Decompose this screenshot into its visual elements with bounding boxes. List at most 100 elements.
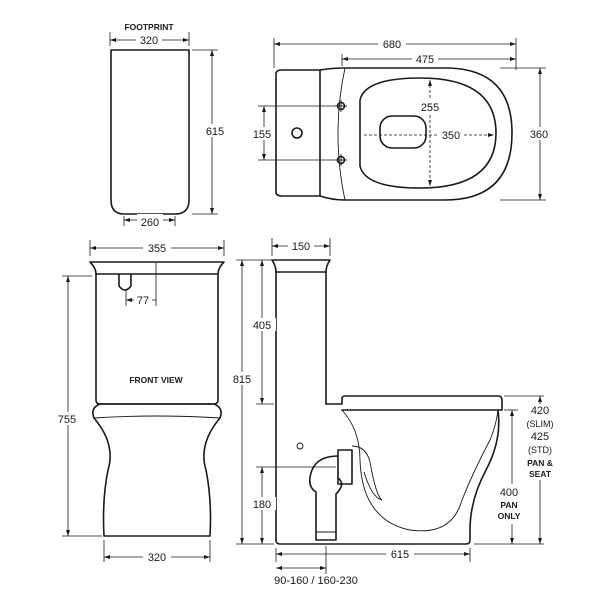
dim-arrow [240, 538, 244, 544]
dim-arrow [262, 106, 266, 112]
dim-arrow [104, 555, 110, 559]
button-offset-label: 77 [137, 295, 149, 307]
front-height-label: 755 [58, 414, 76, 426]
fixing-top [335, 100, 347, 112]
footprint-view: FOOTPRINT 320 615 260 [109, 22, 227, 229]
dim-arrow [183, 38, 189, 42]
cistern-width-label: 355 [148, 243, 166, 255]
label-bg [248, 318, 276, 331]
side-trap [351, 445, 383, 501]
side-fixing-hole [296, 442, 304, 450]
dim-arrow [240, 260, 244, 266]
bowl-opening [379, 115, 427, 149]
label-bg [137, 214, 163, 227]
label-bg [143, 550, 171, 563]
label-bg [525, 127, 553, 140]
front-flush-button [118, 273, 132, 291]
dim-arrow [66, 530, 70, 536]
side-cistern-lid [271, 259, 331, 273]
dim-arrow [510, 538, 514, 544]
dim-arrow [428, 180, 432, 186]
dim-arrow [538, 68, 542, 74]
dim-arrow [276, 552, 282, 556]
side-pan-profile [275, 409, 500, 545]
setout-label: 90-160 / 160-230 [274, 575, 358, 587]
side-view: 150 405 815 [228, 238, 564, 587]
label-bg [288, 239, 314, 252]
dim-arrow [276, 566, 282, 570]
seat-height-slim-label: (SLIM) [527, 419, 554, 429]
footprint-height-label: 615 [206, 126, 224, 138]
label-bg [136, 33, 162, 45]
dim-arrow [488, 133, 494, 137]
pan-only-label-2: ONLY [498, 511, 521, 521]
dim-arrow [262, 154, 266, 160]
footprint-title: FOOTPRINT [124, 22, 174, 32]
dim-arrow [260, 398, 264, 404]
overall-length-label: 680 [383, 39, 401, 51]
label-bg [412, 52, 438, 65]
label-bg [250, 127, 274, 140]
fixing-bottom [335, 154, 347, 166]
footprint-shape [110, 49, 190, 215]
front-pan-body [92, 403, 222, 537]
pan-length-label: 475 [416, 54, 434, 66]
bowl-width-label: 350 [442, 130, 460, 142]
dim-arrow [260, 538, 264, 544]
dim-arrow [272, 244, 278, 248]
fixing-spacing-label: 155 [253, 129, 271, 141]
dim-arrow [218, 246, 224, 250]
dim-arrow [538, 396, 542, 402]
dim-arrow [66, 276, 70, 282]
top-view: 680 475 155 [250, 37, 553, 201]
dim-arrow [210, 208, 214, 214]
dim-arrow [204, 555, 210, 559]
pan-seat-label-2: SEAT [529, 469, 552, 479]
dim-arrow [510, 410, 514, 416]
outlet-height-label: 180 [253, 499, 271, 511]
label-bg [438, 128, 464, 141]
label-bg [378, 37, 406, 50]
bowl-length-label: 255 [421, 102, 439, 114]
seat-height-std-label: (STD) [528, 445, 552, 455]
pan-seat-label-1: PAN & [527, 458, 553, 468]
dim-arrow [90, 246, 96, 250]
depth-label: 360 [530, 129, 548, 141]
front-view: 355 77 FRONT VIEW 755 320 [54, 240, 225, 564]
side-seat [325, 395, 503, 411]
dim-arrow [342, 57, 348, 61]
seat-outline [359, 77, 497, 189]
cistern-outline [275, 69, 321, 197]
front-base-label: 320 [148, 552, 166, 564]
dim-arrow [538, 194, 542, 200]
label-bg [386, 547, 414, 560]
dim-arrow [210, 50, 214, 56]
side-base-label: 615 [391, 549, 409, 561]
outlet-flange [337, 449, 353, 485]
side-height-label: 815 [233, 374, 251, 386]
label-bg [143, 241, 171, 254]
dim-arrow [510, 42, 516, 46]
label-bg [203, 124, 227, 137]
dim-arrow [110, 38, 116, 42]
pan-height-value: 400 [500, 487, 518, 499]
seat-height-slim: 420 [531, 405, 549, 417]
side-bowl-inner [341, 409, 499, 532]
cistern-lid [89, 261, 225, 275]
side-cistern-body [275, 271, 327, 541]
pan-only-label-1: PAN [500, 500, 517, 510]
dim-arrow [169, 218, 175, 222]
footprint-bottom-label: 260 [141, 217, 159, 229]
outlet-pipe [308, 455, 343, 541]
dim-arrow [538, 538, 542, 544]
label-bg [418, 100, 442, 113]
front-view-title: FRONT VIEW [129, 375, 183, 385]
label-bg [520, 404, 564, 480]
cistern-height-label: 405 [253, 320, 271, 332]
dim-arrow [274, 42, 280, 46]
label-bg [134, 294, 152, 306]
label-bg [494, 484, 526, 524]
label-bg [54, 412, 80, 425]
dim-arrow [260, 260, 264, 266]
